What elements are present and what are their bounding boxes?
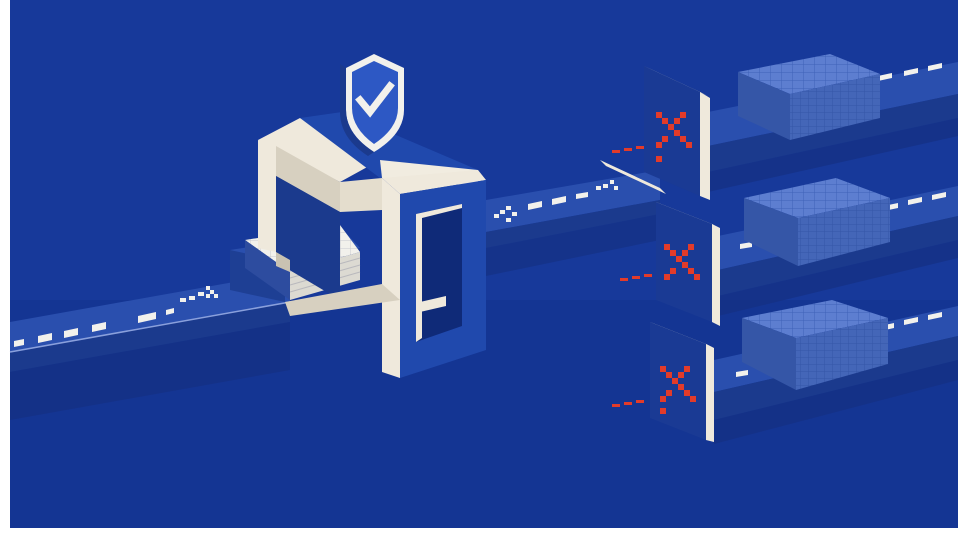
- rejected-channel-middle: [620, 178, 958, 326]
- rejected-channel-bottom: [612, 300, 958, 444]
- shield-check-icon: [340, 54, 404, 156]
- input-conveyor: [9, 272, 291, 420]
- reject-x-icon: [660, 366, 696, 414]
- data-packets: [14, 308, 174, 347]
- scanner-gate: [258, 112, 486, 378]
- rejected-channel-top: [612, 54, 958, 200]
- reject-x-icon: [656, 112, 692, 162]
- arrow-icon: [180, 286, 218, 302]
- reject-x-icon: [664, 244, 700, 280]
- arrow-icon: [494, 180, 618, 222]
- output-conveyor: [486, 160, 666, 276]
